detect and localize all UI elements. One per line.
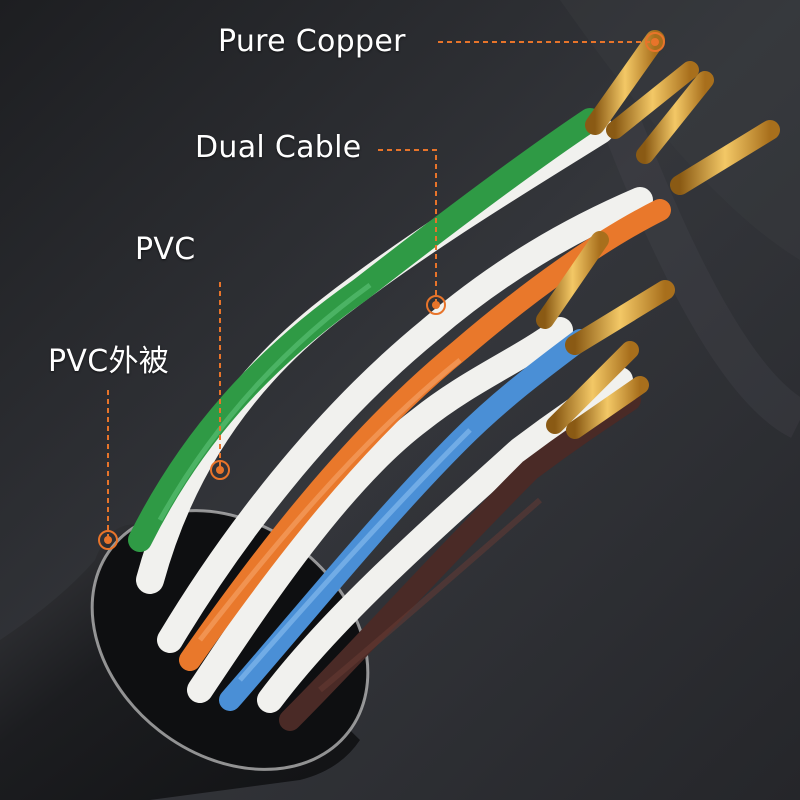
background-cable-sheen xyxy=(601,112,800,438)
label-pure-copper: Pure Copper xyxy=(218,24,406,59)
marker-pvc-jacket xyxy=(98,530,118,550)
marker-pvc xyxy=(210,460,230,480)
wire-pair-blue xyxy=(187,317,591,711)
background-cable-sheen xyxy=(560,0,800,260)
label-dual-cable: Dual Cable xyxy=(195,130,362,165)
label-pvc-jacket: PVC外被 xyxy=(48,344,170,379)
wire-pair-green xyxy=(128,108,614,594)
callout-lines xyxy=(107,41,655,540)
copper-conductors xyxy=(536,30,780,439)
callout-markers xyxy=(98,32,665,550)
marker-pure-copper xyxy=(645,32,665,52)
callout-line-dual-cable xyxy=(378,149,437,305)
label-pvc: PVC xyxy=(135,232,196,267)
marker-dual-cable xyxy=(426,295,446,315)
